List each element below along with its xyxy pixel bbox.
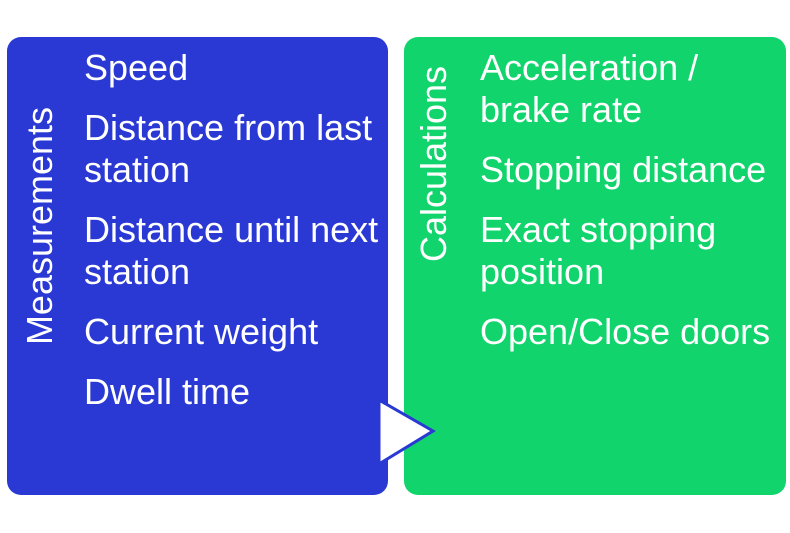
measurements-list: Speed Distance from last station Distanc…	[84, 47, 384, 431]
measurements-panel: Measurements Speed Distance from last st…	[7, 37, 388, 495]
measurements-item: Current weight	[84, 311, 319, 352]
measurements-item: Speed	[84, 47, 189, 88]
measurements-item: Dwell time	[84, 371, 251, 412]
calculations-title: Calculations	[413, 65, 454, 263]
calculations-item: Open/Close doors	[480, 311, 771, 352]
calculations-item: Stopping distance	[480, 149, 767, 190]
calculations-item: Exact stopping position	[480, 209, 717, 292]
measurements-item: Distance from last station	[84, 107, 373, 190]
calculations-list: Acceleration / brake rate Stopping dista…	[480, 47, 780, 371]
calculations-panel: Calculations Acceleration / brake rate S…	[404, 37, 786, 495]
measurements-title: Measurements	[19, 106, 60, 346]
right-arrow-icon	[377, 398, 436, 467]
measurements-item: Distance until next station	[84, 209, 379, 292]
calculations-item: Acceleration / brake rate	[480, 47, 699, 130]
